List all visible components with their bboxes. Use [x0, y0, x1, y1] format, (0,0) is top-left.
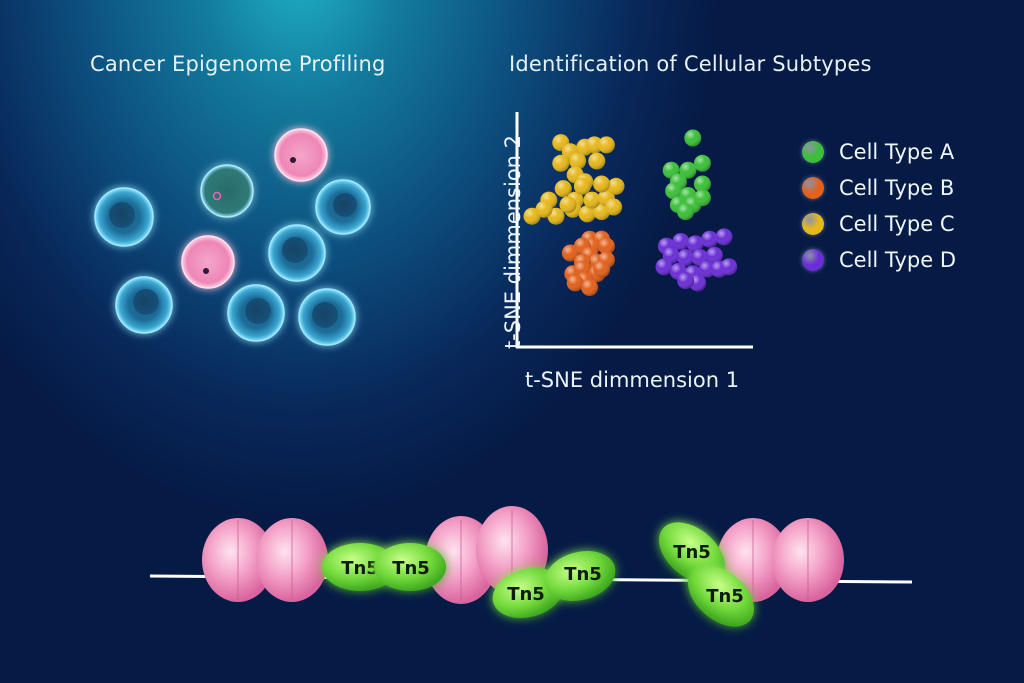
scatter-point-shade — [693, 175, 711, 193]
blue-cell — [115, 276, 173, 334]
scatter-point-shade — [593, 260, 611, 278]
blue-cell — [268, 224, 326, 282]
pink-cell — [274, 128, 328, 182]
x-axis-label: t-SNE dimmension 1 — [525, 368, 740, 392]
scatter-point-shade — [693, 189, 711, 207]
scatter-point-shade — [679, 161, 697, 179]
scatter-point-shade — [693, 154, 711, 172]
nucleosome — [202, 518, 328, 602]
scatter-point-shade — [677, 203, 695, 221]
left-panel-title: Cancer Epigenome Profiling — [90, 52, 386, 76]
pink-cell — [181, 235, 235, 289]
scatter-point-shade — [597, 136, 615, 154]
scatter-point-shade — [705, 246, 723, 264]
scatter-point-shade — [684, 129, 702, 147]
scatter-point-shade — [581, 279, 599, 296]
scatter-point-shade — [597, 237, 615, 255]
scatter-point-shade — [698, 260, 716, 278]
y-axis-label: t-SNE dimmension 2 — [501, 134, 525, 350]
scatter-point-shade — [720, 258, 738, 276]
legend: Cell Type A Cell Type B Cell Type C Cell… — [802, 134, 956, 278]
legend-label: Cell Type A — [839, 140, 955, 164]
tn5-label: Tn5 — [392, 558, 430, 579]
scatter-point-shade — [554, 180, 572, 198]
legend-label: Cell Type B — [839, 176, 955, 200]
legend-item: Cell Type B — [802, 170, 956, 206]
scatter-point-shade — [566, 274, 584, 292]
scatter-point-shade — [715, 228, 733, 246]
legend-swatch — [802, 141, 824, 163]
scatter-point-shade — [583, 191, 601, 209]
blue-cell — [94, 187, 154, 247]
teal-cell — [200, 164, 254, 218]
legend-label: Cell Type D — [839, 248, 957, 272]
scatter-point-shade — [578, 205, 596, 223]
tn5-protein: Tn5 — [374, 543, 446, 591]
legend-swatch — [802, 249, 824, 271]
scatter-point-shade — [593, 175, 611, 193]
legend-item: Cell Type D — [802, 242, 956, 278]
tn5-label: Tn5 — [564, 564, 602, 585]
scatter-point-shade — [552, 154, 570, 172]
legend-swatch — [802, 213, 824, 235]
scatter-point-shade — [665, 182, 683, 200]
legend-item: Cell Type A — [802, 134, 956, 170]
tn5-label: Tn5 — [673, 542, 711, 563]
scatter-point-shade — [573, 177, 591, 195]
legend-label: Cell Type C — [839, 212, 955, 236]
tn5-protein: Tn5 — [544, 551, 616, 601]
scatter-point-shade — [588, 152, 606, 170]
blue-cell — [315, 179, 371, 235]
scatter-point-shade — [607, 177, 625, 195]
scatter-point-shade — [672, 233, 690, 250]
blue-cell — [298, 288, 356, 346]
tn5-protein: Tn5 — [688, 565, 754, 627]
legend-swatch — [802, 177, 824, 199]
scatter-point-shade — [701, 230, 719, 248]
scatter-point-shade — [677, 272, 695, 290]
scatter-point-shade — [535, 200, 553, 218]
tn5-label: Tn5 — [706, 586, 744, 607]
scatter-point-shade — [686, 235, 704, 253]
scatter-point-shade — [559, 196, 577, 214]
scatter-point-shade — [585, 136, 603, 154]
scatter-point-shade — [605, 198, 623, 216]
blue-cell — [227, 284, 285, 342]
legend-item: Cell Type C — [802, 206, 956, 242]
tn5-label: Tn5 — [341, 558, 379, 579]
scatter-point-shade — [655, 258, 673, 276]
right-panel-title: Identification of Cellular Subtypes — [509, 52, 872, 76]
scatter-point-shade — [677, 249, 695, 267]
tn5-label: Tn5 — [507, 584, 545, 605]
scatter-point-shade — [569, 152, 587, 170]
